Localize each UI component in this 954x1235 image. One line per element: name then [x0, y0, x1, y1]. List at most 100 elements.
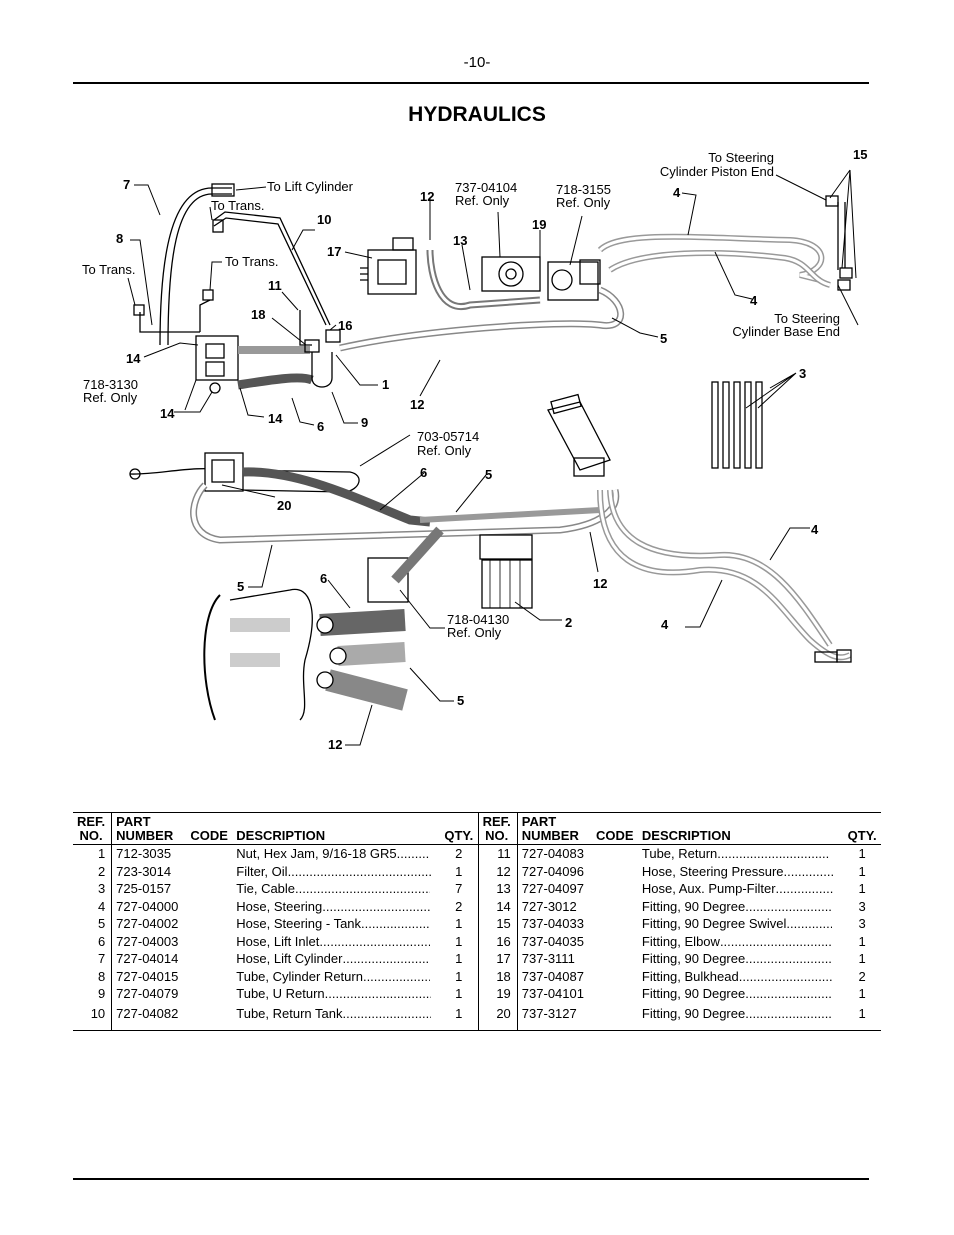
filter-mount — [479, 534, 533, 560]
qty: 2 — [439, 844, 479, 863]
detail-hose-5 — [337, 642, 406, 666]
ref-no: 12 — [478, 862, 518, 880]
ref-no: 3 — [73, 880, 113, 898]
dot-leader: ........................................… — [396, 846, 430, 862]
callout-16: 16 — [338, 318, 352, 333]
part-number: 712-3035 — [116, 846, 172, 862]
qty: 1 — [858, 933, 866, 949]
fitting-15-a — [825, 195, 839, 207]
description: Hose, Steering Pressure ................… — [638, 863, 843, 881]
dot-leader: ........................................… — [786, 916, 832, 932]
part-number: 737-04035 — [521, 933, 584, 949]
callout-4-d: 4 — [661, 617, 669, 632]
col-qty-2: QTY. — [843, 812, 881, 845]
code — [186, 1003, 232, 1031]
label-737-04104-ref: Ref. Only — [455, 193, 510, 208]
description: Tube, Cylinder Return ..................… — [236, 968, 430, 984]
code — [592, 880, 638, 898]
qty: 2 — [858, 968, 866, 984]
label-to-steering-base-1: To Steering — [774, 311, 840, 326]
hose-7 — [159, 187, 232, 346]
ref-no: 20 — [478, 1002, 518, 1030]
cable-ties-3 — [711, 381, 763, 469]
ref-no: 18 — [478, 967, 518, 985]
label-to-steering-piston-1: To Steering — [708, 150, 774, 165]
callout-2: 2 — [565, 615, 572, 630]
description: Fitting, 90 Degree .....................… — [641, 951, 833, 967]
label-718-04130-ref: Ref. Only — [447, 625, 502, 640]
ref-no: 4 — [73, 897, 113, 915]
qty: 2 — [439, 897, 479, 915]
part-number: 727-04015 — [116, 968, 179, 984]
code — [592, 950, 638, 968]
callout-4-top: 4 — [673, 185, 681, 200]
dot-leader: ........................................… — [322, 898, 431, 914]
part-number: 737-04101 — [521, 986, 584, 1002]
label-to-trans-3: To Trans. — [225, 254, 278, 269]
description: Fitting, Bulkhead ......................… — [641, 968, 833, 984]
dot-leader: ........................................… — [717, 846, 830, 862]
ref-no: 7 — [73, 950, 113, 968]
callout-7: 7 — [123, 177, 130, 192]
qty: 1 — [858, 986, 866, 1002]
code — [186, 845, 232, 863]
fitting-lift — [211, 183, 235, 197]
ref-no: 11 — [478, 844, 518, 863]
dot-leader: ........................................… — [319, 933, 430, 949]
callout-6-c: 6 — [320, 571, 327, 586]
qty: 1 — [858, 846, 866, 862]
description: Tube, Return ...........................… — [641, 846, 830, 862]
description: Fitting, 90 Degree Swivel ..............… — [638, 915, 843, 933]
qty: 1 — [858, 881, 866, 897]
description: Hose, Aux. Pump-Filter .................… — [638, 880, 843, 898]
dot-leader: ........................................… — [287, 863, 431, 879]
hydraulics-diagram: To Lift Cylinder To Trans. To Trans. To … — [82, 147, 867, 752]
table-row: 1 712-3035 Nut, Hex Jam, 9/16-18 GR5 .....… — [73, 844, 881, 863]
dot-leader: ........................................… — [745, 986, 833, 1002]
label-718-3155-ref: Ref. Only — [556, 195, 611, 210]
callout-8: 8 — [116, 231, 123, 246]
oil-filter-2 — [481, 559, 533, 609]
description: Hose, Lift Inlet .......................… — [232, 933, 440, 951]
description: Tube, U Return .........................… — [236, 986, 431, 1002]
part-number: 727-04082 — [116, 1006, 179, 1021]
code — [186, 898, 232, 916]
hose-4-lower — [597, 489, 852, 661]
ref-no: 9 — [73, 985, 113, 1003]
dot-leader: ........................................… — [342, 951, 430, 967]
description: Fitting, 90 Degree .....................… — [641, 898, 833, 914]
label-to-trans-2: To Trans. — [82, 262, 135, 277]
part-number: 727-04002 — [116, 916, 179, 932]
part-number: 725-0157 — [116, 881, 172, 897]
label-718-3155: 718-3155 — [556, 182, 611, 197]
tube-11 — [299, 310, 312, 346]
ref-no: 10 — [73, 1002, 113, 1030]
qty: 1 — [439, 967, 479, 985]
description: Nut, Hex Jam, 9/16-18 GR5 ..............… — [236, 846, 430, 862]
part-number: 727-04079 — [116, 986, 179, 1002]
label-718-3130: 718-3130 — [83, 377, 138, 392]
code — [186, 950, 232, 968]
callout-11: 11 — [268, 278, 282, 293]
ref-no: 8 — [73, 967, 113, 985]
qty: 1 — [439, 1002, 479, 1030]
part-number: 727-04083 — [521, 846, 584, 862]
part-number: 723-3014 — [116, 863, 172, 879]
tube-8 — [139, 312, 200, 333]
callout-20: 20 — [277, 498, 291, 513]
description: Fitting, 90 Degree .....................… — [641, 1006, 833, 1021]
detail-hose-12 — [325, 669, 408, 711]
label-737-04104: 737-04104 — [455, 180, 517, 195]
callout-12-c: 12 — [593, 576, 607, 591]
ref-no: 6 — [73, 932, 113, 950]
qty: 1 — [858, 863, 866, 879]
callout-14-a: 14 — [126, 351, 141, 366]
ref-no: 5 — [73, 915, 113, 933]
label-703-05714-ref: Ref. Only — [417, 443, 472, 458]
